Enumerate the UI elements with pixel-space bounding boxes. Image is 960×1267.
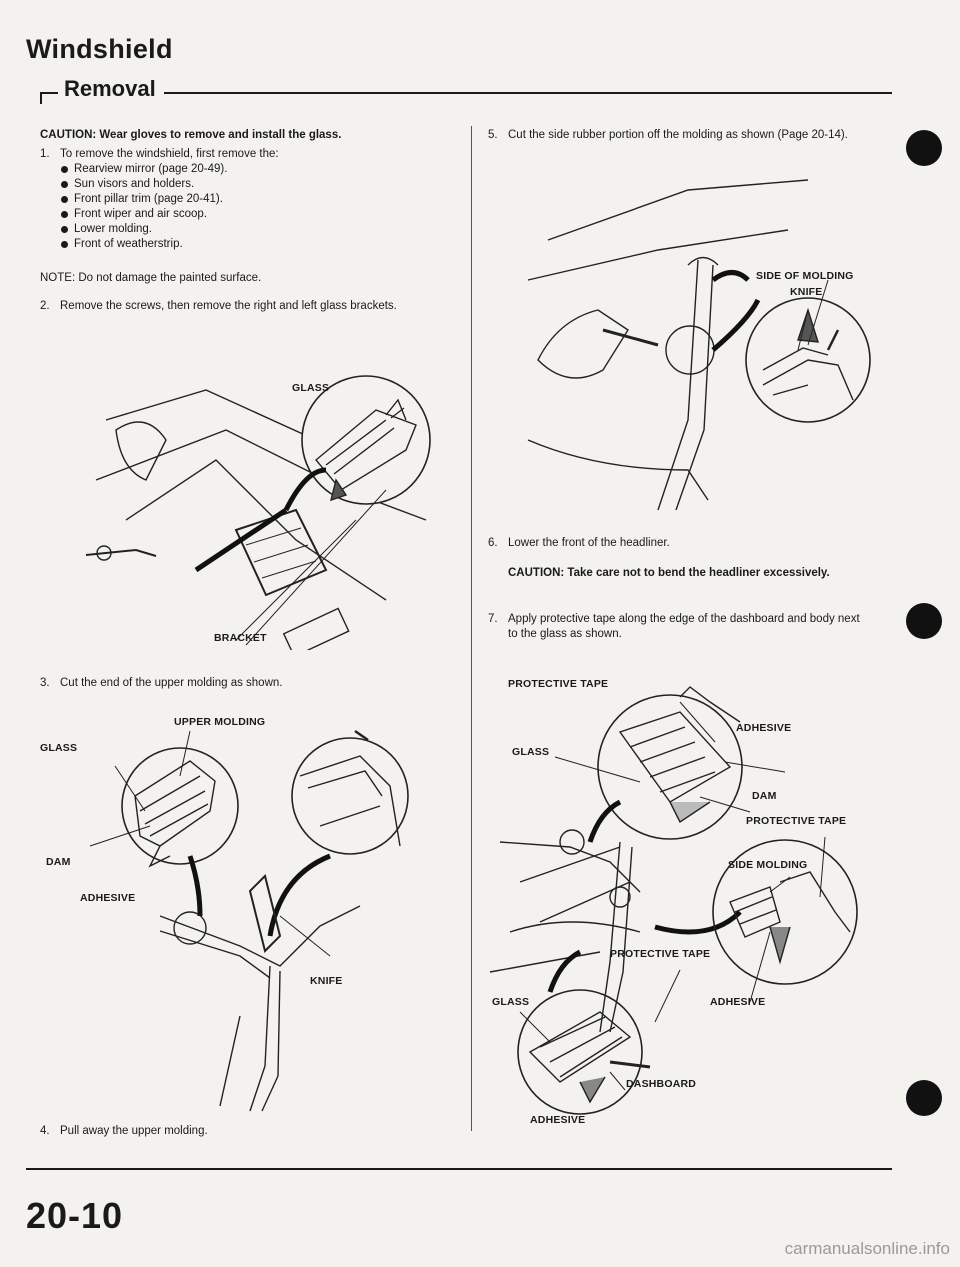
step-number: 4. xyxy=(40,1125,50,1137)
margin-dot xyxy=(906,130,942,166)
list-item: Front wiper and air scoop. xyxy=(60,207,460,222)
page-title: Windshield xyxy=(26,34,173,64)
label-adhesive-right: ADHESIVE xyxy=(710,996,766,1008)
step-text: To remove the windshield, first remove t… xyxy=(60,148,279,160)
caution-gloves: CAUTION: Wear gloves to remove and insta… xyxy=(40,129,342,141)
label-side-molding: SIDE MOLDING xyxy=(728,859,808,871)
label-dam: DAM xyxy=(46,856,71,868)
label-dashboard: DASHBOARD xyxy=(626,1078,697,1090)
label-knife: KNIFE xyxy=(310,975,343,987)
step-text: Pull away the upper molding. xyxy=(60,1125,208,1137)
list-item: Front pillar trim (page 20-41). xyxy=(60,192,460,207)
label-dam: DAM xyxy=(752,790,777,802)
label-glass-bottom: GLASS xyxy=(492,996,530,1008)
footer-rule xyxy=(26,1168,892,1170)
step-number: 7. xyxy=(488,613,498,625)
label-glass-top: GLASS xyxy=(512,746,550,758)
step-7: 7. Apply protective tape along the edge … xyxy=(488,612,868,642)
protective-tape-illustration xyxy=(489,686,858,1115)
list-item: Rearview mirror (page 20-49). xyxy=(60,162,460,177)
column-divider xyxy=(471,126,472,1131)
step-text: Lower the front of the headliner. xyxy=(508,537,670,549)
list-item: Front of weatherstrip. xyxy=(60,237,460,252)
margin-dot xyxy=(906,603,942,639)
step-text: Apply protective tape along the edge of … xyxy=(508,613,860,640)
caution-headliner: CAUTION: Take care not to bend the headl… xyxy=(508,567,830,579)
step-4: 4. Pull away the upper molding. xyxy=(40,1124,460,1139)
step-6: 6. Lower the front of the headliner. xyxy=(488,536,868,551)
step-number: 5. xyxy=(488,129,498,141)
figure-glass-bracket: GLASS BRACKET xyxy=(86,370,446,650)
margin-dot xyxy=(906,1080,942,1116)
figure-side-molding: SIDE OF MOLDING KNIFE xyxy=(508,170,888,520)
label-protective-tape-mid: PROTECTIVE TAPE xyxy=(610,948,711,960)
label-protective-tape-top: PROTECTIVE TAPE xyxy=(508,678,609,690)
step-text: Cut the end of the upper molding as show… xyxy=(60,677,283,689)
label-bracket: BRACKET xyxy=(214,632,267,644)
step-2: 2. Remove the screws, then remove the ri… xyxy=(40,299,460,314)
step-text: Remove the screws, then remove the right… xyxy=(60,300,397,312)
step-3: 3. Cut the end of the upper molding as s… xyxy=(40,676,460,691)
label-glass: GLASS xyxy=(292,382,330,394)
label-knife: KNIFE xyxy=(790,286,823,298)
label-upper-molding: UPPER MOLDING xyxy=(174,716,266,728)
side-molding-illustration xyxy=(527,179,871,511)
section-title: Removal xyxy=(58,76,164,102)
step-5: 5. Cut the side rubber portion off the m… xyxy=(488,128,868,143)
section-rule xyxy=(40,92,892,94)
step-1: 1. To remove the windshield, first remov… xyxy=(40,147,460,252)
removal-list: Rearview mirror (page 20-49). Sun visors… xyxy=(60,162,460,252)
step-number: 1. xyxy=(40,148,50,160)
label-adhesive: ADHESIVE xyxy=(80,892,136,904)
step-number: 2. xyxy=(40,300,50,312)
label-protective-tape-right: PROTECTIVE TAPE xyxy=(746,815,847,827)
section-rule-tick xyxy=(40,92,42,104)
figure-protective-tape: PROTECTIVE TAPE ADHESIVE GLASS DAM PROTE… xyxy=(480,672,880,1132)
label-side-of-molding: SIDE OF MOLDING xyxy=(756,270,854,282)
page-number: 20-10 xyxy=(26,1195,124,1236)
watermark: carmanualsonline.info xyxy=(784,1239,950,1258)
list-item: Sun visors and holders. xyxy=(60,177,460,192)
label-adhesive-top: ADHESIVE xyxy=(736,722,792,734)
figure-upper-molding: UPPER MOLDING GLASS DAM ADHESIVE KNIFE xyxy=(40,716,460,1116)
list-item: Lower molding. xyxy=(60,222,460,237)
label-adhesive-bottom: ADHESIVE xyxy=(530,1114,586,1126)
label-glass: GLASS xyxy=(40,742,78,754)
note-paint: NOTE: Do not damage the painted surface. xyxy=(40,272,262,284)
upper-molding-illustration xyxy=(89,729,409,1112)
bracket-illustration xyxy=(86,375,431,650)
step-number: 6. xyxy=(488,537,498,549)
step-text: Cut the side rubber portion off the mold… xyxy=(508,129,848,141)
step-number: 3. xyxy=(40,677,50,689)
